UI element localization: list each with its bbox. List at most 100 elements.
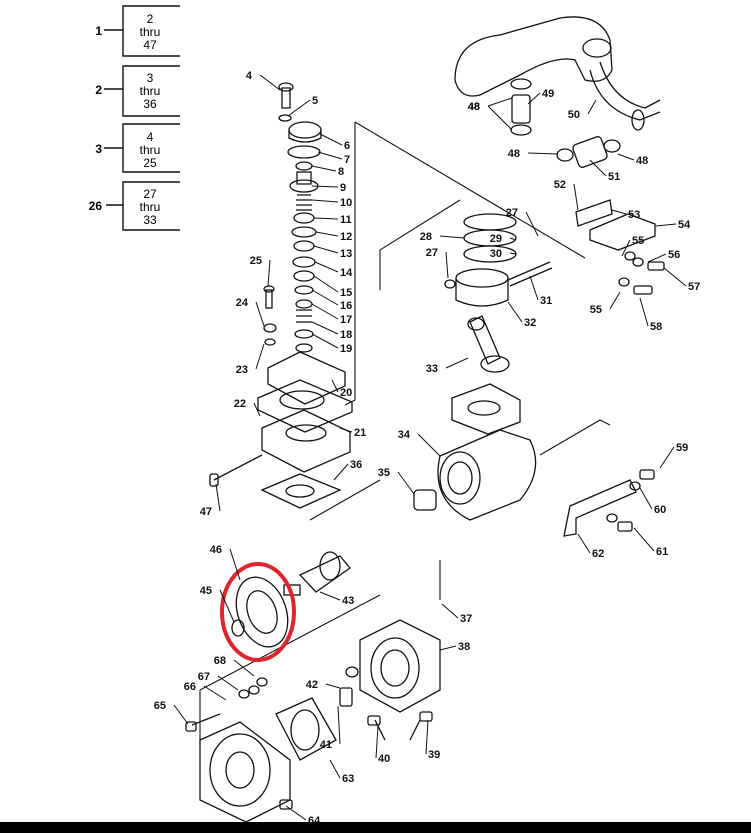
callout-label: 31 [540,295,552,307]
callout-leader [285,805,307,821]
callout-label: 48 [508,148,520,160]
callout-33: 33 [426,357,469,375]
callout-label: 33 [426,363,438,375]
callout-layer: 4567891011121314151617181920212223242527… [154,70,701,827]
callout-leader [229,548,241,581]
callout-label: 18 [340,329,352,341]
callout-leader [639,487,653,510]
callout-19: 19 [311,333,352,355]
callout-leader [441,603,459,619]
callout-leader [314,261,339,273]
callout-label: 61 [656,546,668,558]
callout-label: 25 [250,255,262,267]
callout-27: 27 [506,207,539,237]
callout-label: 16 [340,300,352,312]
callout-label: 55 [590,304,602,316]
bracket-range-label: 2 thru 47 [139,12,161,52]
callout-18: 18 [311,321,352,341]
callout-label: 20 [340,387,352,399]
callout-leader [313,245,339,254]
callout-leader [611,209,627,215]
cylinder-head-group [209,351,353,509]
callout-leader [319,591,341,601]
callout-label: 11 [340,214,352,226]
callout-56: 56 [647,249,680,263]
callout-leader [509,252,517,255]
callout-9: 9 [311,182,346,194]
callout-41: 41 [320,705,341,751]
callout-leader [587,99,597,115]
callout-label: 54 [678,219,691,231]
callout-53: 53 [611,209,640,221]
callout-label: 66 [184,681,196,693]
callout-leader [287,99,311,117]
head-bolts [263,285,277,346]
callout-leader [215,483,221,512]
callout-leader [663,267,687,287]
callout-label: 62 [592,548,604,560]
callout-label: 8 [338,166,344,178]
callout-label: 65 [154,700,166,712]
callout-label: 48 [468,101,480,113]
callout-25: 25 [250,255,271,287]
callout-48: 48 [617,153,648,167]
callout-leader [633,527,655,552]
callout-leader [217,675,239,691]
crankshaft-and-cover [231,551,351,648]
callout-label: 24 [236,297,249,309]
callout-8: 8 [311,165,344,178]
callout-61: 61 [633,527,668,558]
callout-38: 38 [439,641,470,653]
callout-39: 39 [425,719,440,761]
callout-leader [255,301,265,327]
callout-7: 7 [317,151,350,166]
callout-leader [173,704,189,725]
callout-49: 49 [527,88,554,105]
callout-label: 55 [632,235,644,247]
callout-27: 27 [426,247,449,279]
callout-label: 60 [654,504,666,516]
callout-leader [311,185,339,188]
callout-65: 65 [154,700,189,725]
callout-label: 56 [668,249,680,261]
callout-label: 49 [542,88,554,100]
callout-leader [325,683,341,689]
callout-leader [313,275,339,293]
callout-45: 45 [200,585,235,623]
callout-label: 13 [340,248,352,260]
callout-label: 27 [506,207,518,219]
callout-leader [425,719,429,755]
callout-label: 63 [342,773,354,785]
callout-leader [259,74,281,91]
callout-leader [311,165,337,172]
callout-label: 32 [524,317,536,329]
callout-36: 36 [333,459,362,481]
callout-6: 6 [319,133,350,152]
callout-label: 57 [688,281,700,293]
callout-48: 48 [508,148,559,160]
callout-32: 32 [507,301,536,329]
callout-35: 35 [378,467,415,495]
callout-label: 47 [200,506,212,518]
callout-label: 7 [344,154,350,166]
callout-leader [233,659,255,677]
callout-48: 48 [468,97,513,113]
callout-17: 17 [311,303,352,326]
callout-leader [525,211,539,237]
callout-5: 5 [287,95,318,117]
callout-label: 40 [378,753,390,765]
bracket-frame-3 [122,123,180,173]
callout-50: 50 [568,99,597,121]
bracket-frame-26 [122,181,180,231]
callout-46: 46 [210,544,241,581]
callout-24: 24 [236,297,265,327]
callout-label: 22 [234,398,246,410]
callout-16: 16 [311,289,352,312]
callout-21: 21 [339,427,366,439]
callout-label: 19 [340,343,352,355]
callout-4: 4 [246,70,281,91]
callout-label: 21 [354,427,366,439]
callout-leader [317,151,343,160]
callout-label: 9 [340,182,346,194]
